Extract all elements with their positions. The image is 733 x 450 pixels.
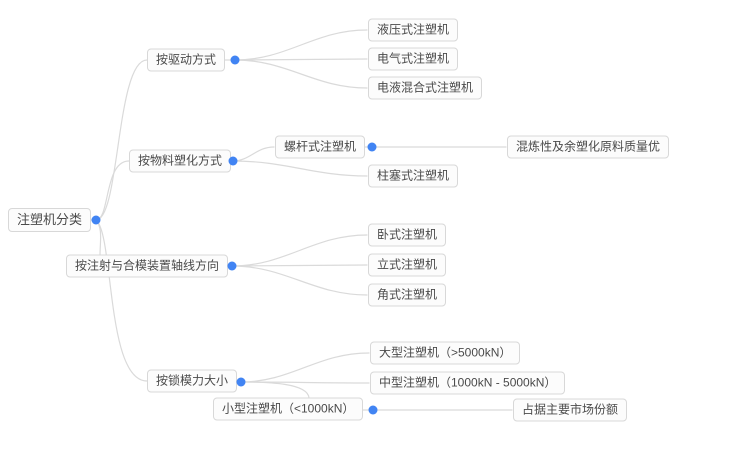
node-by-clamping-force[interactable]: 按锁模力大小: [147, 369, 238, 393]
node-by-plasticizing-method[interactable]: 按物料塑化方式: [129, 149, 232, 173]
leaf-horizontal-machine[interactable]: 卧式注塑机: [368, 223, 447, 247]
node-by-drive-type[interactable]: 按驱动方式: [147, 48, 226, 72]
leaf-plunger-type-machine[interactable]: 柱塞式注塑机: [368, 164, 459, 188]
node-dot-root[interactable]: [91, 215, 101, 225]
node-dot-by-clamping-force[interactable]: [236, 377, 246, 387]
leaf-electro-hydraulic-machine[interactable]: 电液混合式注塑机: [368, 76, 483, 100]
node-dot-screw-type[interactable]: [367, 142, 377, 152]
leaf-small-machine[interactable]: 小型注塑机（<1000kN）: [213, 397, 364, 421]
leaf-angle-machine[interactable]: 角式注塑机: [368, 283, 447, 307]
note-small-machine-market-share[interactable]: 占据主要市场份额: [513, 398, 628, 422]
leaf-vertical-machine[interactable]: 立式注塑机: [368, 253, 447, 277]
leaf-electric-machine[interactable]: 电气式注塑机: [368, 47, 459, 71]
node-dot-by-plasticizing-method[interactable]: [228, 156, 238, 166]
note-screw-type-quality[interactable]: 混炼性及余塑化原料质量优: [507, 135, 670, 159]
node-by-axis-direction[interactable]: 按注射与合模装置轴线方向: [66, 254, 229, 278]
node-dot-by-axis-direction[interactable]: [227, 261, 237, 271]
node-root[interactable]: 注塑机分类: [8, 208, 92, 232]
node-dot-small-machine[interactable]: [368, 405, 378, 415]
leaf-screw-type-machine[interactable]: 螺杆式注塑机: [275, 135, 366, 159]
leaf-medium-machine[interactable]: 中型注塑机（1000kN - 5000kN）: [370, 371, 566, 395]
leaf-large-machine[interactable]: 大型注塑机（>5000kN）: [370, 341, 521, 365]
leaf-hydraulic-machine[interactable]: 液压式注塑机: [368, 18, 459, 42]
node-dot-by-drive-type[interactable]: [230, 55, 240, 65]
